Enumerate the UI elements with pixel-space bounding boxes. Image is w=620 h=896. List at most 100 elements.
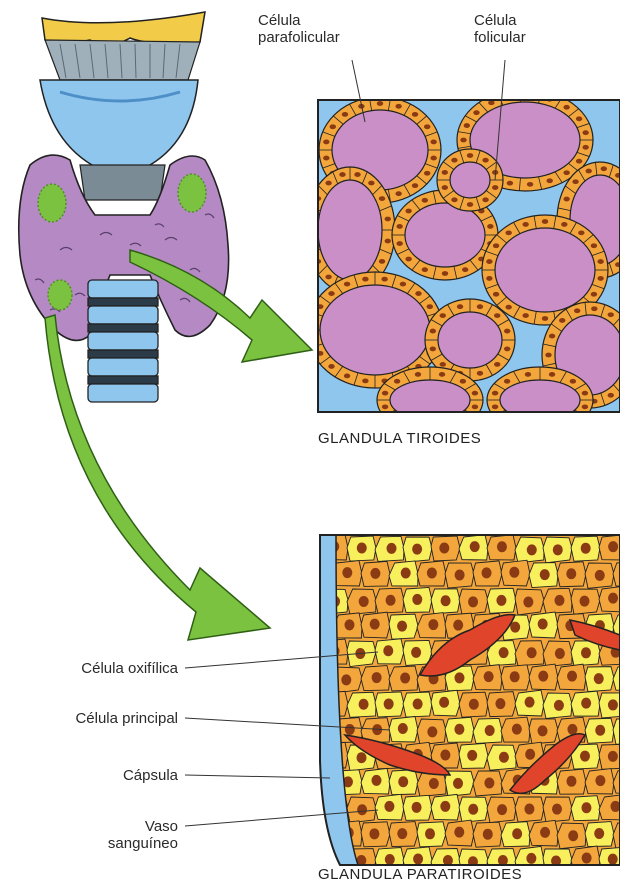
cell-nucleus [400, 673, 410, 684]
cell-nucleus [381, 277, 387, 282]
cell-nucleus [460, 379, 466, 384]
cell-nucleus [566, 776, 576, 787]
cell-nucleus [453, 620, 463, 631]
cell-nucleus [586, 169, 592, 174]
cell-nucleus [594, 673, 604, 684]
cell-nucleus [581, 647, 591, 658]
cell-nucleus [454, 724, 464, 735]
follicle-colloid [390, 380, 470, 420]
cell-nucleus [430, 329, 436, 334]
cell-nucleus [504, 329, 510, 334]
cell-nucleus [472, 404, 478, 409]
cell-nucleus [430, 156, 436, 161]
cell-nucleus [538, 725, 548, 736]
label-oxyphil-cell: Célula oxifílica [40, 660, 178, 677]
cell-nucleus [467, 153, 473, 158]
cell-nucleus [370, 568, 380, 579]
label-parafollicular-cell: Célula parafolicular [258, 12, 340, 46]
cell-nucleus [427, 567, 437, 578]
cell-nucleus [483, 829, 493, 840]
label-blood-vessel: Vaso sanguíneo [60, 818, 178, 852]
cell-nucleus [382, 404, 388, 409]
follicle-colloid [495, 228, 595, 312]
cell-nucleus [309, 239, 315, 244]
cell-nucleus [538, 671, 548, 682]
cell-nucleus [386, 595, 396, 606]
cell-nucleus [505, 305, 511, 310]
follicle-colloid [438, 312, 502, 368]
cell-nucleus [397, 621, 407, 632]
cell-nucleus [527, 544, 537, 555]
cell-nucleus [441, 595, 451, 606]
cell-nucleus [354, 172, 360, 177]
cell-nucleus [485, 725, 495, 736]
cell-nucleus [507, 181, 513, 186]
cell-border [450, 417, 457, 428]
cell-nucleus [597, 276, 603, 281]
cell-nucleus [440, 801, 450, 812]
cell-nucleus [473, 110, 479, 115]
cell-nucleus [582, 853, 592, 864]
cell-nucleus [323, 156, 329, 161]
cell-nucleus [582, 145, 588, 150]
cell-nucleus [581, 802, 591, 813]
parathyroid-upper-left [38, 184, 66, 222]
label-vessel-line1: Vaso [60, 818, 178, 835]
cell-nucleus [330, 124, 336, 129]
cell-nucleus [525, 749, 535, 760]
cell-nucleus [398, 723, 408, 734]
parathyroid-upper-right [178, 174, 206, 212]
follicle-colloid [405, 203, 485, 267]
cell-nucleus [428, 619, 438, 630]
label-chief-cell: Célula principal [20, 710, 178, 727]
cell-nucleus [377, 101, 383, 106]
cell-nucleus [439, 697, 449, 708]
cell-nucleus [597, 259, 603, 264]
follicle-colloid [450, 162, 490, 198]
cell-nucleus [582, 130, 588, 135]
cell-nucleus [395, 104, 401, 109]
cell-nucleus [472, 391, 478, 396]
cell-nucleus [576, 116, 582, 121]
cell-nucleus [608, 393, 614, 398]
caption-parathyroid: GLANDULA PARATIROIDES [318, 866, 522, 883]
cell-nucleus [524, 803, 534, 814]
cell-nucleus [522, 313, 528, 318]
cell-nucleus [439, 372, 445, 377]
cell-nucleus [561, 222, 567, 227]
cell-nucleus [385, 217, 391, 222]
cell-nucleus [486, 259, 492, 264]
cell-nucleus [484, 671, 494, 682]
cell-nucleus [581, 698, 591, 709]
cell-nucleus [396, 241, 402, 246]
cell-nucleus [566, 568, 576, 579]
cell-nucleus [578, 230, 584, 235]
cell-nucleus [394, 416, 400, 421]
cell-nucleus [369, 828, 379, 839]
cell-nucleus [468, 596, 478, 607]
cell-nucleus [526, 853, 536, 864]
cell-nucleus [460, 138, 466, 143]
cell-nucleus [572, 179, 578, 184]
cell-nucleus [512, 724, 522, 735]
cell-nucleus [591, 306, 597, 311]
cell-nucleus [492, 391, 498, 396]
cell-nucleus [379, 259, 385, 264]
cell-nucleus [553, 544, 563, 555]
cell-nucleus [454, 672, 464, 683]
cell-nucleus [464, 123, 470, 128]
cell-nucleus [342, 567, 352, 578]
hyoid-cartilage [42, 12, 205, 45]
cell-nucleus [492, 404, 498, 409]
cell-nucleus [384, 698, 394, 709]
cell-nucleus [497, 804, 507, 815]
cell-nucleus [412, 544, 422, 555]
label-follicular-cell: Célula folicular [474, 12, 526, 46]
cell-nucleus [325, 181, 331, 186]
cell-nucleus [493, 243, 499, 248]
cell-nucleus [412, 183, 418, 188]
cell-nucleus [362, 277, 368, 282]
cell-nucleus [411, 647, 421, 658]
label-parafollicular-line1: Célula [258, 12, 340, 29]
cell-nucleus [405, 257, 411, 262]
